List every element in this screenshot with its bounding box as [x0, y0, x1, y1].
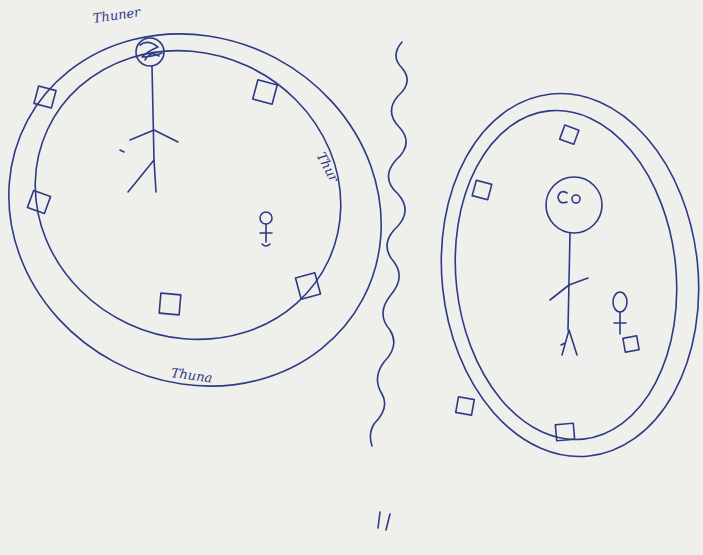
square-marker: [34, 86, 56, 108]
square-marker: [555, 423, 574, 441]
outer-oval: [0, 0, 444, 451]
wavy-line: [370, 42, 407, 446]
inner-oval: [0, 1, 388, 389]
square-marker: [472, 180, 492, 200]
outer-oval: [424, 81, 703, 470]
square-marker: [295, 273, 320, 299]
female-symbol: [613, 292, 627, 334]
ink-ticks: [378, 512, 390, 530]
stick-figure: [546, 177, 602, 355]
handwritten-label: Thur: [315, 150, 341, 184]
handwritten-label: Thuner: [92, 5, 141, 25]
square-marker: [623, 336, 639, 352]
square-marker: [27, 190, 50, 213]
handwritten-label: Thuna: [170, 366, 213, 385]
square-marker: [159, 293, 181, 315]
square-marker: [560, 125, 579, 144]
inner-oval: [439, 99, 692, 450]
square-marker: [456, 397, 475, 416]
stick-figure: [120, 38, 178, 192]
female-symbol: [260, 212, 272, 246]
square-marker: [253, 80, 277, 104]
